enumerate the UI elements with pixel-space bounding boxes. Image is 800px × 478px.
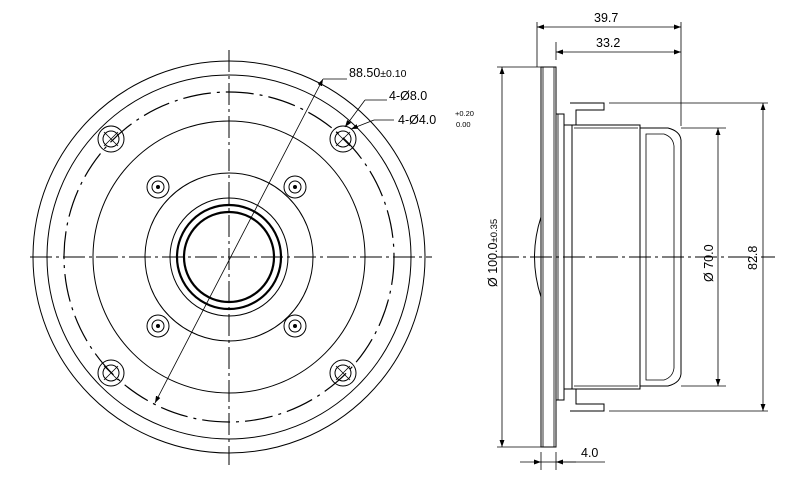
bolt-circle-dimension: 88.50±0.10: [349, 66, 407, 80]
tapped-hole-dimension: 4-Ø4.0: [398, 113, 436, 127]
mounting-hole-bottom-right: [329, 359, 357, 387]
tapped-hole-leader-line: [350, 119, 375, 130]
inner-diameter-label: Ø 70.0: [702, 244, 716, 282]
body-bottom-tab: [570, 389, 605, 412]
tapped-hole-tolerance-upper: +0.20: [455, 109, 474, 118]
flange-thickness-label: 4.0: [581, 446, 598, 460]
faceplate-screw-bottom-left: [146, 314, 170, 338]
body-diameter-label: 82.8: [746, 246, 760, 270]
back-cap: [639, 127, 682, 387]
side-view: 39.7 33.2 Ø 100.0±0.35 Ø 70.0 82.8 4.0: [486, 11, 775, 470]
mounting-hole-top-right: [329, 125, 357, 153]
outer-diameter-label: Ø 100.0±0.35: [486, 219, 500, 287]
body-top-tab: [570, 102, 605, 125]
mounting-hole-top-left: [97, 125, 125, 153]
faceplate-screw-top-right: [283, 175, 307, 199]
hole-dimension: 4-Ø8.0: [389, 89, 427, 103]
hole-leader-line: [344, 99, 366, 128]
dome-profile: [534, 216, 542, 298]
mounting-hole-bottom-left: [97, 359, 125, 387]
body-depth-label: 33.2: [596, 36, 620, 50]
front-view: 88.50±0.10 4-Ø8.0 4-Ø4.0 +0.20 0.00: [30, 50, 474, 465]
faceplate-screw-bottom-right: [283, 314, 307, 338]
inner-flange-circle: [46, 74, 412, 440]
outer-flange-circle: [32, 60, 426, 454]
faceplate-screw-top-left: [146, 175, 170, 199]
bolt-circle-dimension-line: [154, 78, 324, 404]
overall-depth-label: 39.7: [594, 11, 618, 25]
tapped-hole-tolerance-lower: 0.00: [456, 120, 471, 129]
